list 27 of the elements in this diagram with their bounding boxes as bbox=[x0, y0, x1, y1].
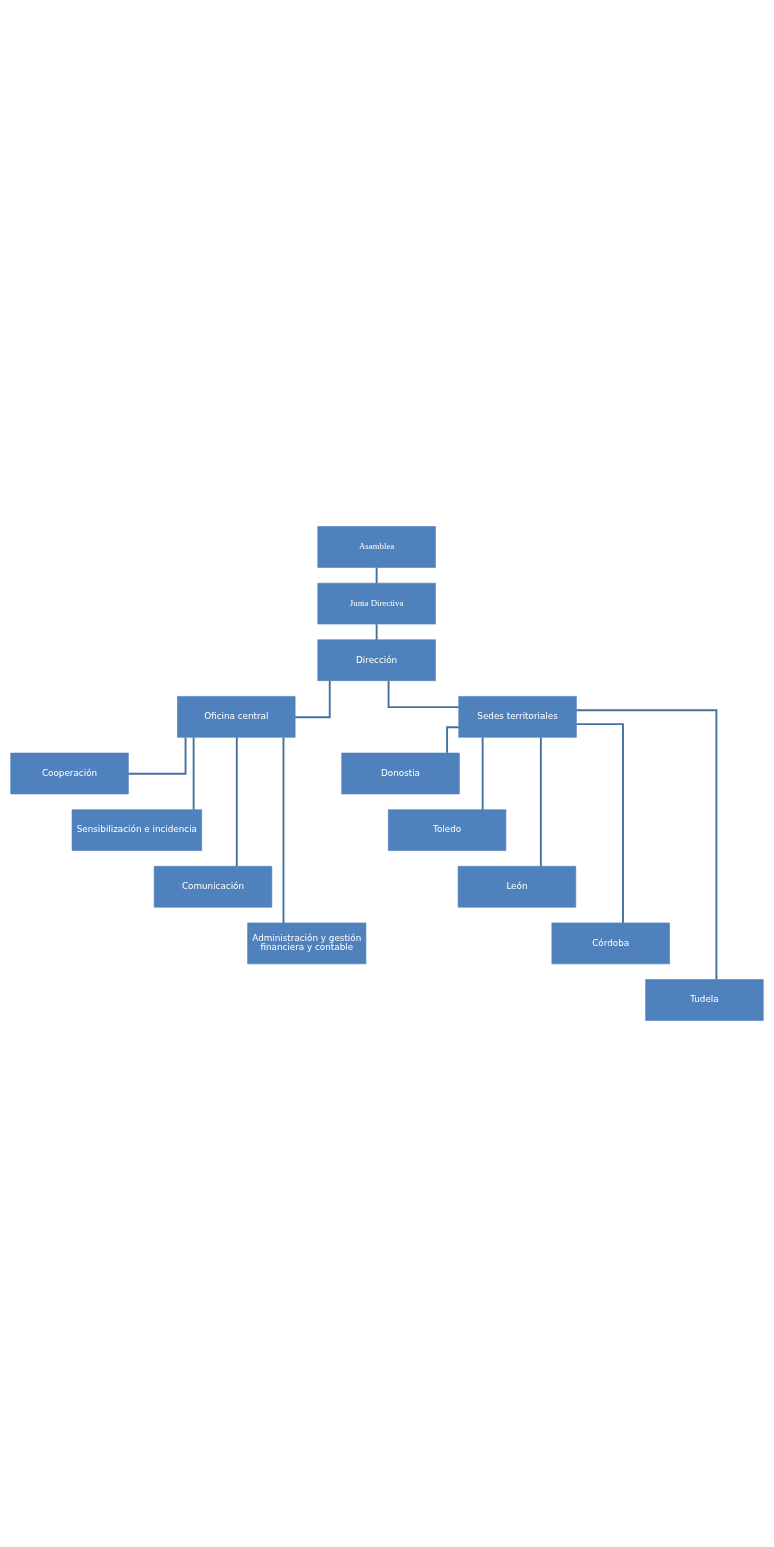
connector bbox=[294, 679, 331, 719]
node-box: Oficina central bbox=[177, 696, 296, 738]
node-box: Toledo bbox=[387, 809, 507, 851]
node-box: Cooperación bbox=[10, 752, 129, 795]
node-box: León bbox=[457, 866, 577, 908]
node-box: Dirección bbox=[317, 639, 436, 681]
connector bbox=[375, 566, 378, 585]
node-box: Tudela bbox=[645, 979, 764, 1021]
connector bbox=[375, 623, 378, 641]
connector bbox=[192, 736, 195, 811]
connector bbox=[235, 736, 238, 868]
node-box: Asamblea bbox=[317, 526, 436, 568]
node-box: Donostia bbox=[341, 752, 460, 795]
node-box: Administración y gestión financiera y contable bbox=[247, 922, 367, 965]
node-box: Sensibilización e incidencia bbox=[71, 809, 202, 851]
connector bbox=[481, 736, 484, 811]
node-box: Junta Directiva bbox=[317, 582, 436, 625]
node-box: Córdoba bbox=[551, 922, 670, 965]
connector bbox=[575, 723, 624, 924]
connector bbox=[282, 736, 285, 924]
node-box: Sedes territoriales bbox=[458, 696, 577, 738]
connector bbox=[575, 709, 718, 981]
connector bbox=[539, 736, 542, 868]
connector bbox=[387, 680, 460, 709]
node-box: Comunicación bbox=[153, 866, 273, 908]
connector bbox=[127, 736, 187, 775]
connector bbox=[446, 726, 460, 754]
